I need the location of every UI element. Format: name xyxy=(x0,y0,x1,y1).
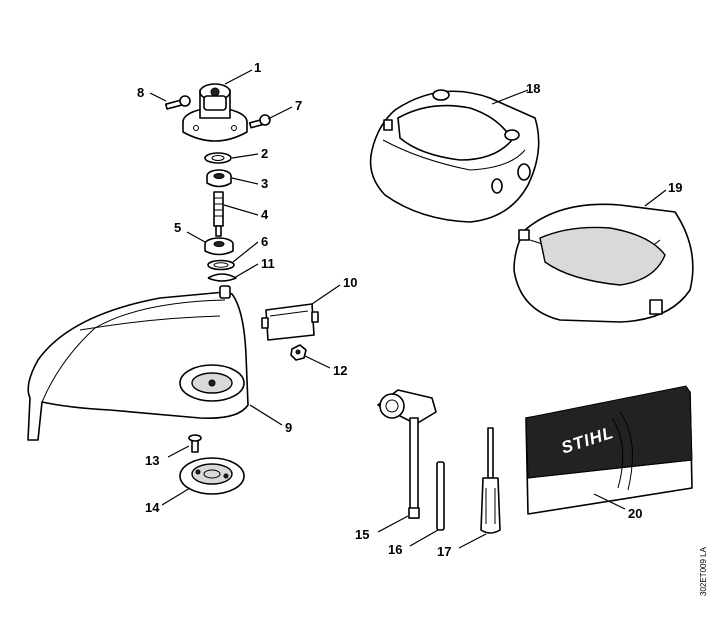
cover-plate-10 xyxy=(261,303,319,341)
callout-12: 12 xyxy=(333,363,347,378)
hip-pad-19 xyxy=(513,203,694,323)
harness-18 xyxy=(369,89,540,223)
screw-13 xyxy=(188,434,202,453)
callout-4: 4 xyxy=(261,207,269,222)
nut-12 xyxy=(290,344,307,361)
callouts: 1 8 7 2 3 4 5 6 11 10 12 9 13 14 18 19 2… xyxy=(137,60,682,559)
bearing-5 xyxy=(204,237,234,256)
locking-pin-16 xyxy=(436,461,445,531)
callout-18: 18 xyxy=(526,81,540,96)
washer-2 xyxy=(204,152,232,164)
screw-8 xyxy=(164,95,191,110)
washer-6 xyxy=(207,259,235,271)
callout-16: 16 xyxy=(388,542,402,557)
callout-3: 3 xyxy=(261,176,268,191)
thrust-plate-14 xyxy=(179,457,245,495)
callout-8: 8 xyxy=(137,85,144,100)
shaft-4 xyxy=(213,191,224,237)
callout-13: 13 xyxy=(145,453,159,468)
gear-head xyxy=(182,83,248,142)
leader-lines xyxy=(149,69,667,549)
callout-7: 7 xyxy=(295,98,302,113)
screw-7 xyxy=(248,114,271,129)
callout-20: 20 xyxy=(628,506,642,521)
callout-19: 19 xyxy=(668,180,682,195)
callout-10: 10 xyxy=(343,275,357,290)
bearing-3 xyxy=(206,169,232,188)
callout-5: 5 xyxy=(174,220,181,235)
screwdriver-17 xyxy=(480,427,501,534)
combination-wrench-15 xyxy=(377,389,437,519)
deflector-guard xyxy=(27,285,249,441)
callout-1: 1 xyxy=(254,60,261,75)
callout-15: 15 xyxy=(355,527,369,542)
tool-pouch-20: STIHL xyxy=(525,385,693,515)
callout-2: 2 xyxy=(261,146,268,161)
callout-11: 11 xyxy=(261,256,275,271)
callout-6: 6 xyxy=(261,234,268,249)
callout-14: 14 xyxy=(145,500,160,515)
callout-9: 9 xyxy=(285,420,292,435)
circlip-11 xyxy=(207,273,237,282)
callout-17: 17 xyxy=(437,544,451,559)
document-reference: 302ET009 LA xyxy=(699,546,708,596)
